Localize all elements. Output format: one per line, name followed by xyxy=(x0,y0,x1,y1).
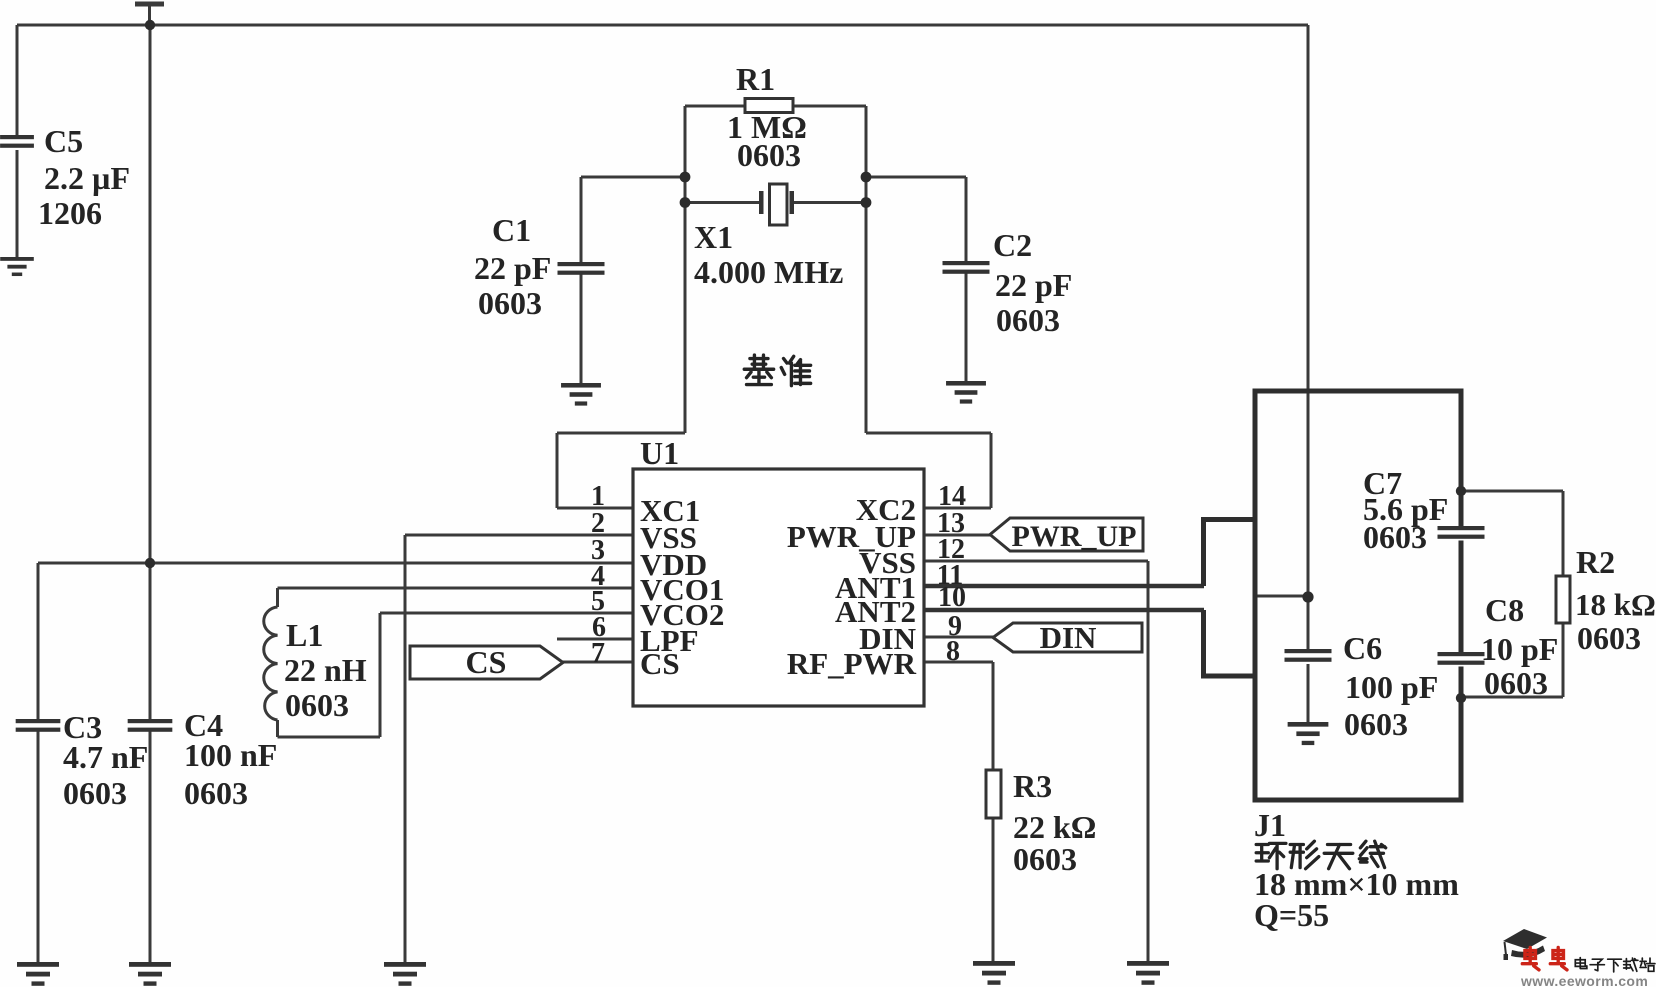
svg-text:C4: C4 xyxy=(184,707,223,743)
svg-text:J1: J1 xyxy=(1254,807,1286,843)
svg-text:C5: C5 xyxy=(44,123,83,159)
svg-text:XC1: XC1 xyxy=(640,493,700,528)
svg-text:1 MΩ: 1 MΩ xyxy=(727,109,807,145)
svg-text:XC2: XC2 xyxy=(856,492,916,527)
svg-text:0603: 0603 xyxy=(996,302,1060,338)
svg-text:0603: 0603 xyxy=(478,285,542,321)
svg-text:0603: 0603 xyxy=(1484,665,1548,701)
svg-text:R2: R2 xyxy=(1576,544,1615,580)
svg-text:7: 7 xyxy=(591,638,605,669)
svg-text:0603: 0603 xyxy=(184,775,248,811)
svg-text:VCO1: VCO1 xyxy=(640,572,724,607)
svg-text:VSS: VSS xyxy=(859,545,916,580)
svg-text:DIN: DIN xyxy=(859,621,916,656)
svg-text:12: 12 xyxy=(937,534,965,565)
svg-text:LPF: LPF xyxy=(640,623,699,658)
svg-text:DIN: DIN xyxy=(1040,620,1097,655)
svg-text:0603: 0603 xyxy=(1577,620,1641,656)
svg-text:10: 10 xyxy=(938,582,966,613)
svg-text:4: 4 xyxy=(591,561,605,592)
svg-text:3: 3 xyxy=(591,535,605,566)
svg-text:1: 1 xyxy=(591,481,605,512)
svg-text:13: 13 xyxy=(937,508,965,539)
svg-text:18 kΩ: 18 kΩ xyxy=(1575,587,1656,622)
svg-text:0603: 0603 xyxy=(1344,706,1408,742)
svg-text:100 pF: 100 pF xyxy=(1345,669,1438,705)
svg-text:5.6 pF: 5.6 pF xyxy=(1363,491,1448,527)
svg-text:4.7 nF: 4.7 nF xyxy=(63,739,148,775)
svg-text:R1: R1 xyxy=(736,61,775,97)
svg-text:PWR_UP: PWR_UP xyxy=(1012,520,1137,553)
svg-text:1206: 1206 xyxy=(38,195,102,231)
svg-text:VDD: VDD xyxy=(640,547,707,582)
svg-text:14: 14 xyxy=(938,481,966,512)
svg-text:10 pF: 10 pF xyxy=(1481,631,1558,667)
svg-text:8: 8 xyxy=(946,636,960,667)
svg-text:6: 6 xyxy=(592,612,606,643)
svg-text:C3: C3 xyxy=(63,709,102,745)
svg-text:VCO2: VCO2 xyxy=(640,597,724,632)
svg-text:100 nF: 100 nF xyxy=(184,737,277,773)
svg-text:C8: C8 xyxy=(1485,592,1524,628)
svg-text:18 mm×10 mm: 18 mm×10 mm xyxy=(1254,866,1459,902)
svg-text:U1: U1 xyxy=(640,435,679,471)
svg-text:C1: C1 xyxy=(492,212,531,248)
svg-text:2.2 µF: 2.2 µF xyxy=(44,160,130,196)
svg-text:ANT1: ANT1 xyxy=(835,570,916,605)
svg-text:C7: C7 xyxy=(1363,465,1402,501)
svg-text:L1: L1 xyxy=(286,617,323,653)
svg-text:0603: 0603 xyxy=(1363,519,1427,555)
svg-text:VSS: VSS xyxy=(640,520,697,555)
svg-text:2: 2 xyxy=(591,508,605,539)
svg-text:22 pF: 22 pF xyxy=(474,250,551,286)
svg-text:PWR_UP: PWR_UP xyxy=(787,519,916,554)
svg-text:RF_PWR: RF_PWR xyxy=(787,646,917,681)
svg-text:22 kΩ: 22 kΩ xyxy=(1013,809,1096,845)
svg-text:0603: 0603 xyxy=(737,137,801,173)
svg-text:ANT2: ANT2 xyxy=(835,594,916,629)
svg-text:0603: 0603 xyxy=(1013,841,1077,877)
svg-text:R3: R3 xyxy=(1013,768,1052,804)
svg-text:22 nH: 22 nH xyxy=(284,652,367,688)
svg-text:9: 9 xyxy=(948,611,962,642)
svg-text:4.000 MHz: 4.000 MHz xyxy=(694,254,843,290)
svg-text:CS: CS xyxy=(640,646,680,681)
svg-text:X1: X1 xyxy=(694,219,733,255)
svg-text:22 pF: 22 pF xyxy=(995,267,1072,303)
svg-text:C2: C2 xyxy=(993,227,1032,263)
svg-text:11: 11 xyxy=(937,560,963,591)
svg-text:0603: 0603 xyxy=(285,687,349,723)
svg-text:5: 5 xyxy=(591,586,605,617)
svg-text:CS: CS xyxy=(466,644,507,680)
svg-text:C6: C6 xyxy=(1343,630,1382,666)
svg-text:0603: 0603 xyxy=(63,775,127,811)
svg-text:Q=55: Q=55 xyxy=(1254,897,1329,933)
svg-text:www.eeworm.com: www.eeworm.com xyxy=(1520,973,1648,987)
